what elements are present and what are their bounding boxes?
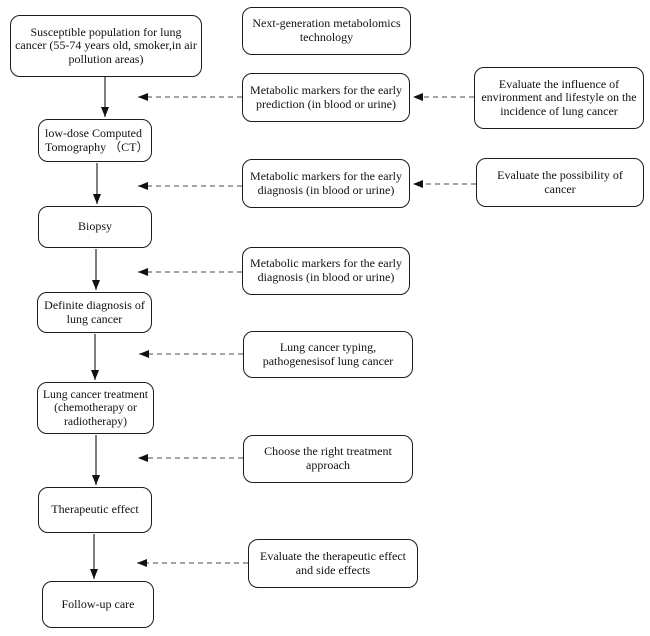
flow-node-biopsy: Biopsy — [38, 206, 152, 248]
flow-node-label: Lung cancer typing, pathogenesisof lung … — [262, 339, 394, 368]
flow-node-evaluate-environment-influence: Evaluate the influence of environment an… — [474, 67, 644, 129]
flow-node-label: Choose the right treatment approach — [264, 444, 392, 472]
flow-node-label: Susceptible population for lung cancer (… — [15, 24, 197, 66]
flow-node-therapeutic-effect: Therapeutic effect — [38, 487, 152, 533]
flow-node-label: Definite diagnosis of lung cancer — [44, 297, 145, 326]
flow-node-label: Metabolic markers for the early diagnosi… — [250, 256, 402, 284]
flow-node-lung-cancer-treatment: Lung cancer treatment (chemotherapy or r… — [37, 382, 154, 434]
flow-node-markers-early-prediction: Metabolic markers for the early predicti… — [242, 73, 410, 122]
flow-node-label: Therapeutic effect — [51, 502, 139, 517]
flow-node-susceptible-population: Susceptible population for lung cancer (… — [10, 15, 202, 77]
flow-node-lung-cancer-typing: Lung cancer typing, pathogenesisof lung … — [243, 331, 413, 378]
flow-node-label: Biopsy — [77, 219, 112, 234]
flow-node-label: Follow-up care — [61, 596, 135, 611]
flow-node-markers-early-diagnosis-1: Metabolic markers for the early diagnosi… — [242, 159, 410, 208]
flow-node-label: low-dose Computed Tomography （CT） — [45, 125, 149, 154]
flow-node-evaluate-cancer-possibility: Evaluate the possibility of cancer — [476, 158, 644, 207]
flow-node-follow-up-care: Follow-up care — [42, 581, 154, 628]
flow-node-label: Evaluate the influence of environment an… — [481, 76, 637, 118]
flow-node-label: Evaluate the possibility of cancer — [497, 167, 623, 196]
flow-node-low-dose-ct: low-dose Computed Tomography （CT） — [38, 119, 152, 162]
flow-node-label: Lung cancer treatment (chemotherapy or r… — [42, 388, 149, 428]
flow-node-label: Next-generation metabolomics technology — [252, 16, 401, 44]
flow-node-markers-early-diagnosis-2: Metabolic markers for the early diagnosi… — [242, 247, 410, 295]
flow-node-label: Metabolic markers for the early predicti… — [250, 82, 402, 111]
flow-node-definite-diagnosis: Definite diagnosis of lung cancer — [37, 292, 152, 333]
flow-node-label: Evaluate the therapeutic effect and side… — [259, 548, 407, 577]
flow-node-next-gen-metabolomics: Next-generation metabolomics technology — [242, 7, 411, 55]
flow-node-evaluate-therapeutic-effect: Evaluate the therapeutic effect and side… — [248, 539, 418, 588]
flow-node-choose-treatment: Choose the right treatment approach — [243, 435, 413, 483]
flow-node-label: Metabolic markers for the early diagnosi… — [250, 168, 402, 197]
